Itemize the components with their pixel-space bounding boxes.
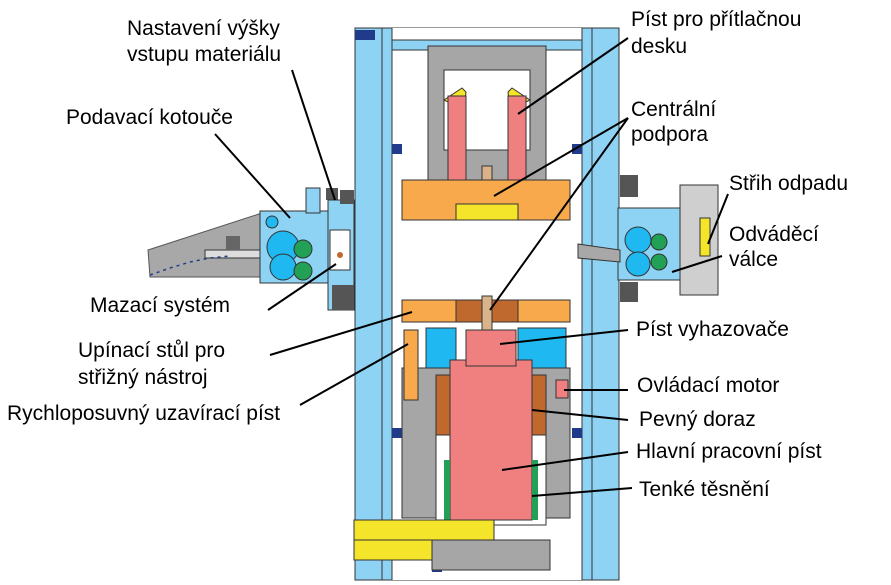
feed-roll-lower [269, 253, 297, 281]
feeder-block [226, 236, 240, 250]
leader-lines [214, 37, 729, 497]
working-gap [392, 232, 582, 292]
label-tenke-tesneni: Tenké těsnění [639, 478, 770, 501]
main-working-piston [449, 359, 533, 521]
label-podavaci-kotouce: Podavací kotouče [66, 106, 233, 129]
base-plate-upper [353, 519, 495, 541]
leader-rychloposuvny [299, 343, 409, 406]
feeder-post [305, 187, 321, 214]
label-pevny-doraz: Pevný doraz [639, 408, 756, 431]
ejector-piston [465, 329, 517, 367]
discharge-roll-upper [624, 226, 652, 254]
label-centralni-podpora-line1: Centrální [631, 98, 717, 121]
discharge-block-upper [620, 175, 638, 197]
leader-podavaci [214, 133, 291, 219]
leader-strih [707, 193, 729, 245]
discharge-block-lower [620, 282, 638, 302]
frame-bolt [392, 428, 402, 438]
thin-seal-right [532, 460, 538, 520]
leader-hlavni [501, 451, 629, 471]
lube-point [337, 252, 343, 258]
leader-vyhazovace [499, 329, 629, 345]
discharge-roll-green [650, 233, 668, 251]
discharge-roll-lower [625, 251, 651, 277]
leader-nastaveni [291, 69, 336, 201]
label-pist-pritlacna-line1: Píst pro přítlačnou [631, 8, 802, 31]
label-centralni-podpora-line2: podpora [631, 123, 709, 146]
height-adjust-knob [340, 190, 354, 204]
label-pist-pritlacna-line2: desku [631, 35, 688, 58]
label-strih-odpadu: Střih odpadu [729, 172, 849, 195]
upper-die-insert [455, 203, 519, 221]
rapid-closing-piston [403, 329, 419, 401]
feeder-housing [147, 212, 263, 278]
leader-doraz [531, 409, 629, 421]
lower-assembly [353, 295, 571, 571]
frame-bolt [572, 428, 582, 438]
base-plate-lower [353, 539, 435, 561]
frame-bolt [572, 144, 582, 154]
material-strip [149, 255, 231, 276]
label-upinaci-stul-line1: Upínací stůl pro [78, 339, 226, 362]
leader-tesneni [531, 487, 633, 497]
leader-mazaci [267, 263, 337, 311]
scrap-cutter-blade [699, 217, 711, 257]
discharge-assembly [577, 175, 719, 302]
left-tie-rod [381, 27, 393, 581]
frame-bolt [355, 30, 375, 40]
feeder-assembly [147, 187, 397, 311]
leader-centralni-1 [493, 117, 629, 197]
discharge-guide [577, 243, 621, 263]
base-block [431, 539, 551, 571]
label-upinaci-stul-line2: střižný nástroj [78, 366, 208, 389]
entry-window [329, 229, 351, 271]
label-odvadeci-valce-line2: válce [729, 248, 779, 271]
label-ovladaci-motor: Ovládací motor [637, 374, 780, 397]
leader-centralni-2 [489, 117, 629, 311]
scrap-cutter-housing [679, 184, 719, 296]
leader-upinaci [269, 311, 413, 356]
label-rychloposuvny-pist: Rychloposuvný uzavírací píst [7, 402, 281, 425]
leader-pist-pritlacna [517, 37, 629, 115]
label-mazaci-system: Mazací systém [90, 294, 231, 317]
lube-unit [332, 285, 354, 310]
thin-seal-left [444, 460, 450, 520]
fixed-stop-right [531, 374, 547, 436]
upper-cylinder [401, 45, 571, 221]
feeder-arm [204, 249, 261, 259]
label-nastaveni-vysky-line2: vstupu materiálu [127, 43, 282, 66]
label-nastaveni-vysky-line1: Nastavení výšky [127, 17, 280, 40]
frame-bolt [392, 144, 402, 154]
fixed-stop-left [435, 374, 451, 436]
label-pist-vyhazovace: Píst vyhazovače [636, 318, 789, 341]
feed-roll-green-lower [293, 261, 313, 281]
label-odvadeci-valce-line1: Odváděcí [729, 223, 819, 246]
label-hlavni-pracovni-pist: Hlavní pracovní píst [636, 440, 822, 463]
leader-odvadeci [671, 255, 723, 273]
right-tie-rod [581, 27, 593, 581]
feed-roll-green-upper [293, 239, 313, 259]
discharge-roll-green [650, 253, 668, 271]
feed-roll-small [265, 215, 279, 229]
